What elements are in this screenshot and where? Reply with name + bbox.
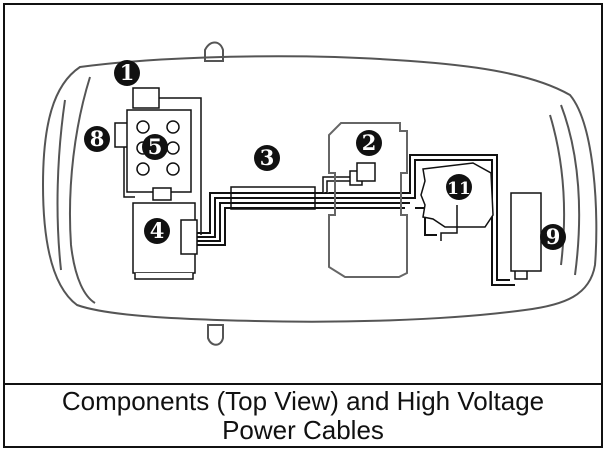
low-voltage-wires xyxy=(123,97,202,235)
svg-text:3: 3 xyxy=(260,145,275,170)
callout-5: 5 xyxy=(142,134,168,160)
callout-11: 11 xyxy=(446,174,472,200)
svg-text:1: 1 xyxy=(120,60,135,85)
cable-sleeve xyxy=(230,186,316,210)
component-9-box xyxy=(510,192,542,272)
component-11-cable xyxy=(440,205,458,241)
callout-2: 2 xyxy=(356,130,382,156)
callout-4: 4 xyxy=(144,218,170,244)
svg-text:5: 5 xyxy=(148,134,163,159)
connector-2 xyxy=(322,162,376,193)
svg-text:8: 8 xyxy=(90,126,105,151)
car-outline xyxy=(41,41,598,346)
svg-text:2: 2 xyxy=(362,130,377,155)
caption-divider xyxy=(5,383,601,385)
caption-line-1: Components (Top View) and High Voltage xyxy=(61,386,545,416)
svg-text:9: 9 xyxy=(546,224,561,249)
component-1-box xyxy=(132,87,160,109)
caption-line-2: Power Cables xyxy=(222,415,384,445)
figure-caption: Components (Top View) and High Voltage P… xyxy=(5,387,601,445)
svg-text:4: 4 xyxy=(150,218,165,243)
callout-1: 1 xyxy=(114,60,140,86)
callout-3: 3 xyxy=(254,145,280,171)
svg-text:11: 11 xyxy=(447,179,471,199)
callout-8: 8 xyxy=(84,126,110,152)
component-9-connector xyxy=(514,271,528,280)
battery-area-outline xyxy=(328,122,408,278)
callout-9: 9 xyxy=(540,224,566,250)
figure-frame: 1 2 3 4 5 8 9 11 Co xyxy=(3,3,603,448)
vehicle-diagram: 1 2 3 4 5 8 9 11 xyxy=(41,41,598,346)
